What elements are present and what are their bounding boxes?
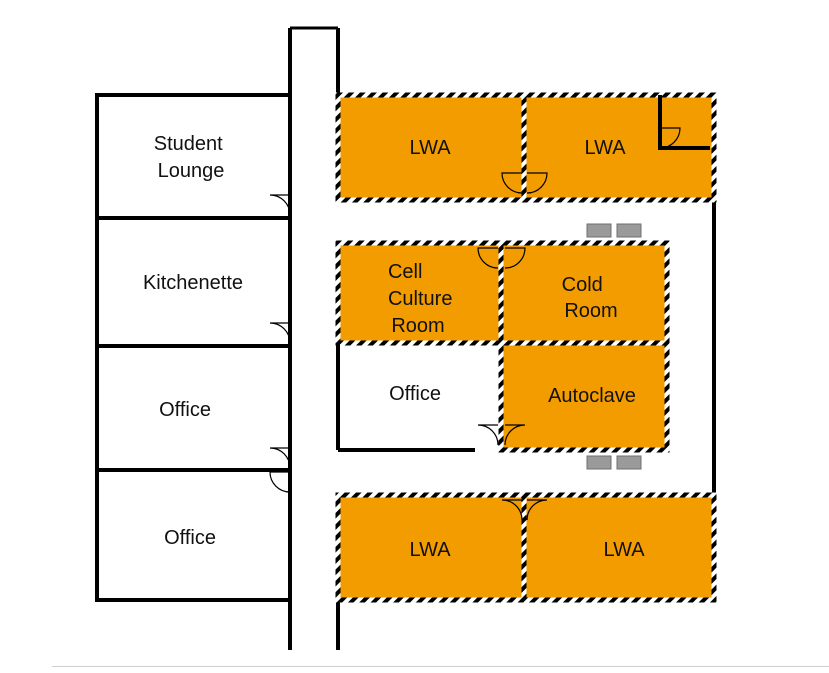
room-label-office: Office bbox=[159, 399, 211, 421]
left-wing bbox=[95, 93, 292, 602]
room-label-lwa: LWA bbox=[409, 539, 451, 561]
divider-line bbox=[52, 666, 829, 667]
room-label-lwa: LWA bbox=[409, 137, 451, 159]
doors bbox=[269, 127, 681, 521]
equipment-unit-icon bbox=[616, 455, 642, 470]
room-label-office: Office bbox=[164, 527, 216, 549]
door-swing-icon bbox=[526, 172, 548, 194]
room-label-cell-culture: Cell Culture Room bbox=[388, 261, 458, 337]
cell-culture-fill bbox=[338, 243, 501, 343]
room-labels: Student Lounge Kitchenette Office Office… bbox=[143, 133, 645, 561]
room-label-cold-room: Cold Room bbox=[562, 274, 618, 322]
top-lwa-block bbox=[335, 92, 717, 203]
room-label-office-center: Office bbox=[389, 383, 441, 405]
door-swing-icon bbox=[504, 247, 526, 269]
room-label-student-lounge: Student Lounge bbox=[154, 133, 229, 182]
cold-room-fill bbox=[501, 243, 667, 343]
door-swing-icon bbox=[477, 424, 499, 446]
equipment-unit-icon bbox=[616, 223, 642, 238]
door-swing-icon bbox=[477, 247, 499, 269]
room-label-lwa: LWA bbox=[584, 137, 626, 159]
room-label-lwa: LWA bbox=[603, 539, 645, 561]
door-swing-icon bbox=[501, 499, 523, 521]
equipment-units bbox=[586, 223, 642, 470]
door-swing-icon bbox=[526, 499, 548, 521]
autoclave-fill bbox=[501, 343, 667, 450]
bottom-lwa-block bbox=[335, 492, 717, 603]
equipment-unit-icon bbox=[586, 455, 612, 470]
door-swing-icon bbox=[659, 127, 681, 149]
door-swing-icon bbox=[269, 194, 291, 216]
equipment-unit-icon bbox=[586, 223, 612, 238]
office-center-fill bbox=[338, 343, 501, 450]
door-swing-icon bbox=[269, 322, 291, 344]
autoclave-hatch-border bbox=[498, 340, 670, 453]
door-swing-icon bbox=[269, 447, 291, 469]
door-swing-icon bbox=[504, 424, 526, 446]
room-label-autoclave: Autoclave bbox=[548, 385, 636, 407]
door-swing-icon bbox=[501, 172, 523, 194]
door-swing-icon bbox=[269, 471, 291, 493]
room-label-kitchenette: Kitchenette bbox=[143, 272, 243, 294]
center-block bbox=[335, 240, 670, 453]
